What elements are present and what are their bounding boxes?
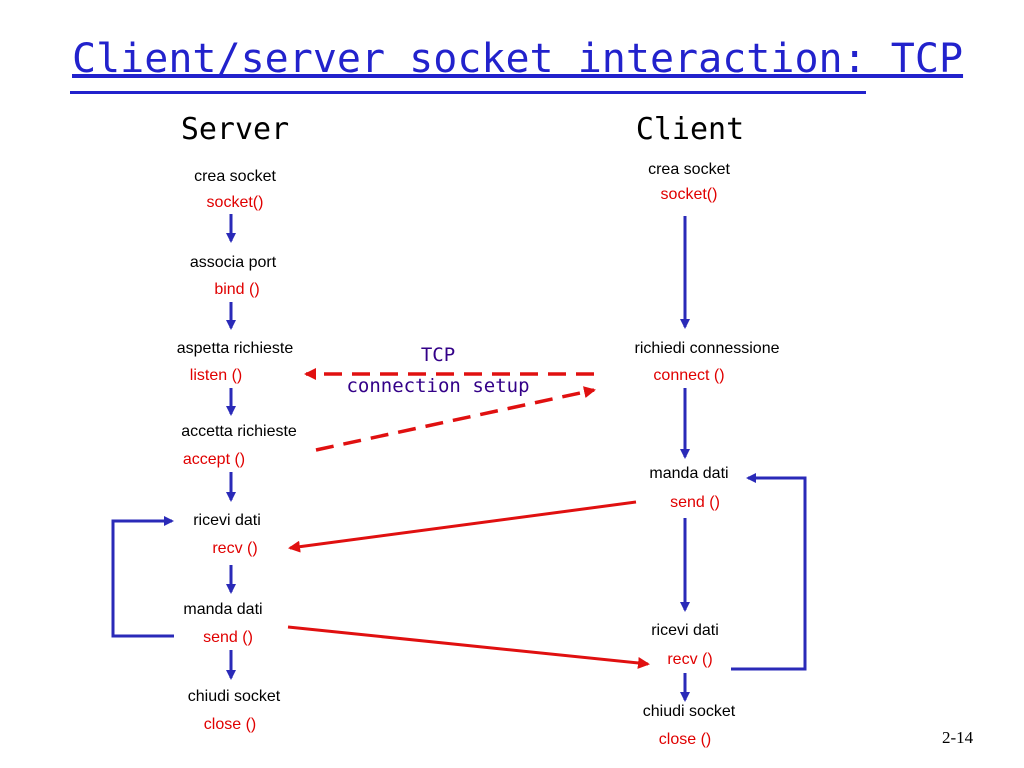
server-step-call: listen () bbox=[189, 367, 243, 384]
client-step-label: richiedi connessione bbox=[634, 340, 780, 357]
client-step-call: send () bbox=[670, 494, 720, 511]
client-step-label: manda dati bbox=[649, 465, 729, 482]
server-step-call: accept () bbox=[182, 451, 246, 468]
server-step-label: accetta richieste bbox=[181, 423, 297, 440]
client-heading: Client bbox=[635, 112, 745, 147]
page-number: 2-14 bbox=[942, 728, 974, 747]
connection-setup-arrow bbox=[315, 386, 596, 452]
server-step-call: bind () bbox=[214, 281, 260, 298]
server-step-call: close () bbox=[203, 716, 257, 733]
data-transfer-arrow bbox=[287, 625, 650, 669]
server-loop-arrow bbox=[111, 516, 174, 638]
client-step-call: recv () bbox=[667, 651, 713, 668]
client-step-label: ricevi dati bbox=[651, 622, 719, 639]
client-step-call: connect () bbox=[653, 367, 725, 384]
client-step-label: crea socket bbox=[648, 161, 730, 178]
server-step-call: send () bbox=[203, 629, 253, 646]
server-step-label: manda dati bbox=[183, 601, 263, 618]
client-step-label: chiudi socket bbox=[642, 703, 736, 720]
server-step-label: aspetta richieste bbox=[176, 340, 294, 357]
tcp-label: TCP bbox=[420, 344, 456, 366]
title-underline bbox=[70, 91, 866, 94]
client-step-call: close () bbox=[658, 731, 712, 748]
slide-title: Client/server socket interaction: TCP bbox=[72, 36, 964, 82]
client-loop-arrow bbox=[731, 473, 807, 671]
server-heading: Server bbox=[180, 112, 290, 147]
server-step-call: recv () bbox=[212, 540, 258, 557]
server-step-label: associa port bbox=[189, 254, 277, 271]
server-step-call: socket() bbox=[206, 194, 264, 211]
server-step-label: crea socket bbox=[194, 168, 276, 185]
server-step-label: ricevi dati bbox=[193, 512, 261, 529]
client-step-call: socket() bbox=[660, 186, 718, 203]
data-transfer-arrow bbox=[288, 500, 637, 553]
server-step-label: chiudi socket bbox=[187, 688, 281, 705]
connection-setup-label: connection setup bbox=[346, 375, 530, 397]
